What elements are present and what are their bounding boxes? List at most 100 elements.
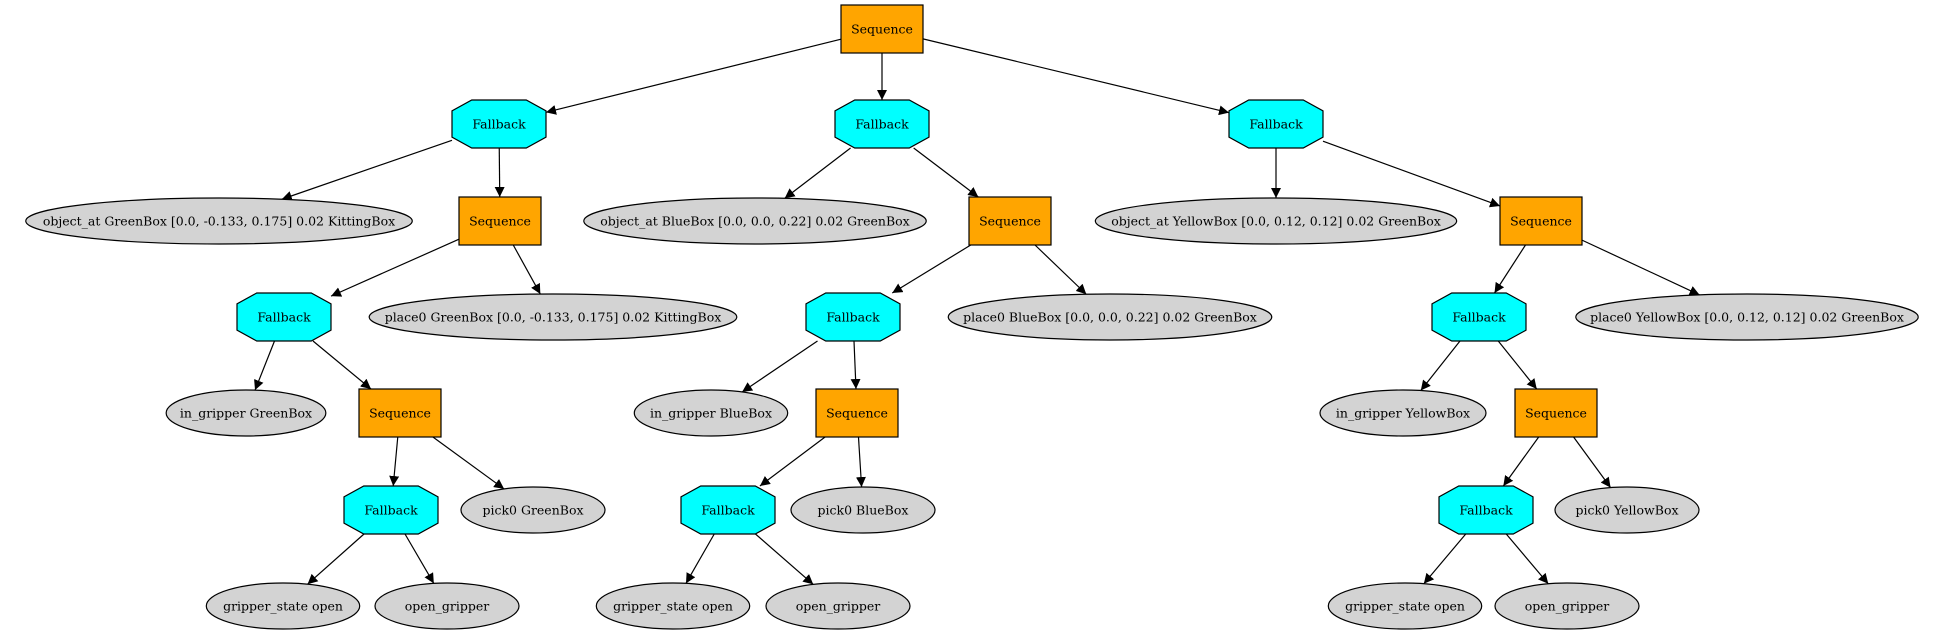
fallback-node: Fallback xyxy=(343,485,439,535)
sequence-box xyxy=(1514,388,1598,438)
sequence-box xyxy=(358,388,442,438)
condition-node: pick0 BlueBox xyxy=(790,486,936,534)
node-label: open_gripper xyxy=(405,599,490,614)
fallback-octagon xyxy=(680,485,776,535)
condition-node: object_at YellowBox [0.0, 0.12, 0.12] 0.… xyxy=(1094,197,1458,245)
node-label: Sequence xyxy=(851,22,913,37)
fallback-node: Fallback xyxy=(805,292,901,342)
edge-n19-n25 xyxy=(855,436,866,488)
node-label: gripper_state open xyxy=(613,599,733,614)
condition-ellipse xyxy=(374,582,520,630)
fallback-node: Fallback xyxy=(680,485,776,535)
condition-node: object_at GreenBox [0.0, -0.133, 0.175] … xyxy=(25,197,413,245)
fallback-octagon xyxy=(1438,485,1534,535)
node-label: Fallback xyxy=(1452,310,1506,325)
condition-ellipse xyxy=(25,197,413,245)
fallback-node: Fallback xyxy=(834,99,930,149)
condition-ellipse xyxy=(1327,582,1483,630)
condition-ellipse xyxy=(633,389,789,437)
node-label: gripper_state open xyxy=(1345,599,1465,614)
condition-ellipse xyxy=(595,582,751,630)
node-label: place0 BlueBox [0.0, 0.0, 0.22] 0.02 Gre… xyxy=(963,310,1257,325)
node-label: pick0 BlueBox xyxy=(818,503,909,518)
sequence-node: Sequence xyxy=(815,388,899,438)
edge-n17-n23 xyxy=(432,436,505,490)
condition-ellipse xyxy=(790,486,936,534)
node-label: open_gripper xyxy=(1525,599,1610,614)
condition-ellipse xyxy=(165,389,327,437)
sequence-box xyxy=(458,196,542,246)
node-label: Fallback xyxy=(701,503,755,518)
condition-ellipse xyxy=(1554,486,1700,534)
fallback-octagon xyxy=(1431,292,1527,342)
node-label: pick0 YellowBox xyxy=(1575,503,1678,518)
node-label: Fallback xyxy=(855,117,909,132)
condition-ellipse xyxy=(1319,389,1487,437)
fallback-node: Fallback xyxy=(1438,485,1534,535)
sequence-box xyxy=(815,388,899,438)
node-label: Sequence xyxy=(1510,214,1572,229)
edge-n9-n15 xyxy=(1581,239,1700,296)
edge-n1-n4 xyxy=(281,139,453,201)
sequence-node: Sequence xyxy=(1514,388,1598,438)
condition-ellipse xyxy=(947,293,1273,341)
fallback-octagon xyxy=(805,292,901,342)
condition-ellipse xyxy=(368,293,738,341)
edge-n22-n29 xyxy=(404,533,435,584)
condition-node: object_at BlueBox [0.0, 0.0, 0.22] 0.02 … xyxy=(583,197,927,245)
node-label: pick0 GreenBox xyxy=(482,503,583,518)
edge-n0-n3 xyxy=(922,38,1230,116)
edge-n10-n16 xyxy=(254,340,276,391)
edge-n22-n28 xyxy=(307,533,365,585)
node-label: place0 YellowBox [0.0, 0.12, 0.12] 0.02 … xyxy=(1590,310,1904,325)
edge-n3-n9 xyxy=(1322,140,1501,208)
fallback-node: Fallback xyxy=(1431,292,1527,342)
condition-ellipse xyxy=(765,582,911,630)
edge-n14-n20 xyxy=(1420,340,1461,391)
condition-node: pick0 GreenBox xyxy=(460,486,606,534)
condition-node: gripper_state open xyxy=(595,582,751,630)
fallback-node: Fallback xyxy=(451,99,547,149)
condition-node: in_gripper BlueBox xyxy=(633,389,789,437)
edge-n24-n30 xyxy=(685,533,715,584)
sequence-node: Sequence xyxy=(840,4,924,54)
sequence-box xyxy=(840,4,924,54)
sequence-node: Sequence xyxy=(1499,196,1583,246)
edge-n21-n26 xyxy=(1502,436,1540,487)
condition-node: place0 YellowBox [0.0, 0.12, 0.12] 0.02 … xyxy=(1575,293,1919,341)
edge-n14-n21 xyxy=(1497,340,1538,390)
condition-ellipse xyxy=(205,582,361,630)
node-label: in_gripper GreenBox xyxy=(180,406,312,421)
fallback-octagon xyxy=(834,99,930,149)
edge-n21-n27 xyxy=(1573,436,1612,488)
condition-node: place0 GreenBox [0.0, -0.133, 0.175] 0.0… xyxy=(368,293,738,341)
sequence-node: Sequence xyxy=(358,388,442,438)
sequence-box xyxy=(968,196,1052,246)
condition-node: pick0 YellowBox xyxy=(1554,486,1700,534)
sequence-node: Sequence xyxy=(458,196,542,246)
node-label: Sequence xyxy=(1525,406,1587,421)
node-label: Fallback xyxy=(257,310,311,325)
condition-ellipse xyxy=(583,197,927,245)
node-label: in_gripper YellowBox xyxy=(1336,406,1470,421)
node-label: Sequence xyxy=(469,214,531,229)
node-label: gripper_state open xyxy=(223,599,343,614)
edge-n1-n5 xyxy=(494,147,505,198)
node-label: in_gripper BlueBox xyxy=(650,406,772,421)
node-label: Fallback xyxy=(472,117,526,132)
fallback-octagon xyxy=(451,99,547,149)
node-label: Sequence xyxy=(826,406,888,421)
edge-n7-n12 xyxy=(891,244,972,294)
node-label: Fallback xyxy=(826,310,880,325)
condition-node: place0 BlueBox [0.0, 0.0, 0.22] 0.02 Gre… xyxy=(947,293,1273,341)
node-label: place0 GreenBox [0.0, -0.133, 0.175] 0.0… xyxy=(385,310,722,325)
fallback-node: Fallback xyxy=(236,292,332,342)
condition-node: gripper_state open xyxy=(205,582,361,630)
condition-ellipse xyxy=(1494,582,1640,630)
node-label: Fallback xyxy=(1249,117,1303,132)
edge-n24-n31 xyxy=(755,533,814,585)
edge-n12-n19 xyxy=(850,340,861,390)
condition-ellipse xyxy=(460,486,606,534)
node-label: object_at GreenBox [0.0, -0.133, 0.175] … xyxy=(43,214,395,229)
edge-n2-n7 xyxy=(913,147,979,198)
